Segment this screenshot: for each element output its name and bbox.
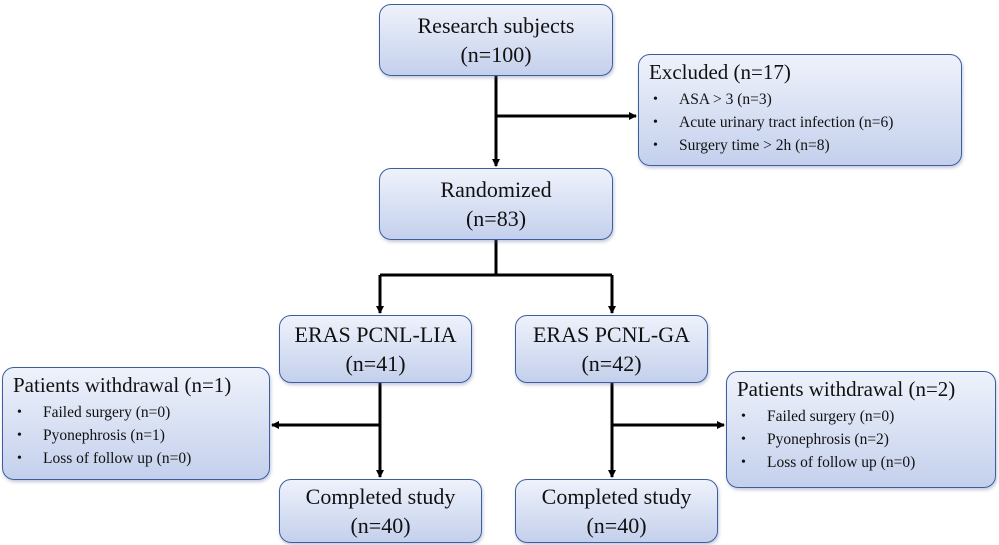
list-item: ASA > 3 (n=3) — [649, 88, 951, 111]
list-item: Loss of follow up (n=0) — [737, 451, 985, 474]
list-item: Pyonephrosis (n=2) — [737, 428, 985, 451]
excluded-list: ASA > 3 (n=3) Acute urinary tract infect… — [649, 88, 951, 157]
randomized-box: Randomized (n=83) — [379, 168, 613, 240]
withdrawal-ga-list: Failed surgery (n=0) Pyonephrosis (n=2) … — [737, 405, 985, 474]
completed-ga-box: Completed study (n=40) — [515, 479, 718, 543]
randomized-title: Randomized — [440, 177, 552, 202]
list-item: Acute urinary tract infection (n=6) — [649, 111, 951, 134]
completed-ga-title: Completed study — [541, 484, 692, 509]
group-ga-title: ERAS PCNL-GA — [532, 322, 691, 347]
completed-ga-count: (n=40) — [586, 513, 647, 538]
list-item: Failed surgery (n=0) — [737, 405, 985, 428]
completed-lia-title: Completed study — [305, 484, 456, 509]
withdrawal-lia-title: Patients withdrawal (n=1) — [13, 373, 232, 397]
excluded-title: Excluded (n=17) — [649, 60, 791, 84]
research-subjects-box: Research subjects (n=100) — [379, 4, 613, 76]
group-lia-count: (n=41) — [345, 351, 406, 376]
list-item: Surgery time > 2h (n=8) — [649, 134, 951, 157]
withdrawal-ga-title: Patients withdrawal (n=2) — [737, 377, 956, 401]
completed-lia-box: Completed study (n=40) — [279, 479, 482, 543]
withdrawal-lia-box: Patients withdrawal (n=1) Failed surgery… — [2, 367, 270, 480]
group-lia-box: ERAS PCNL-LIA (n=41) — [279, 315, 472, 383]
list-item: Failed surgery (n=0) — [13, 401, 259, 424]
list-item: Loss of follow up (n=0) — [13, 447, 259, 470]
research-subjects-title: Research subjects — [417, 13, 575, 38]
list-item: Pyonephrosis (n=1) — [13, 424, 259, 447]
randomized-count: (n=83) — [465, 206, 527, 231]
group-ga-box: ERAS PCNL-GA (n=42) — [515, 315, 708, 383]
withdrawal-ga-box: Patients withdrawal (n=2) Failed surgery… — [726, 371, 996, 488]
group-lia-title: ERAS PCNL-LIA — [294, 322, 457, 347]
completed-lia-count: (n=40) — [350, 513, 411, 538]
excluded-box: Excluded (n=17) ASA > 3 (n=3) Acute urin… — [638, 54, 962, 166]
withdrawal-lia-list: Failed surgery (n=0) Pyonephrosis (n=1) … — [13, 401, 259, 470]
research-subjects-count: (n=100) — [460, 42, 532, 67]
group-ga-count: (n=42) — [581, 351, 642, 376]
